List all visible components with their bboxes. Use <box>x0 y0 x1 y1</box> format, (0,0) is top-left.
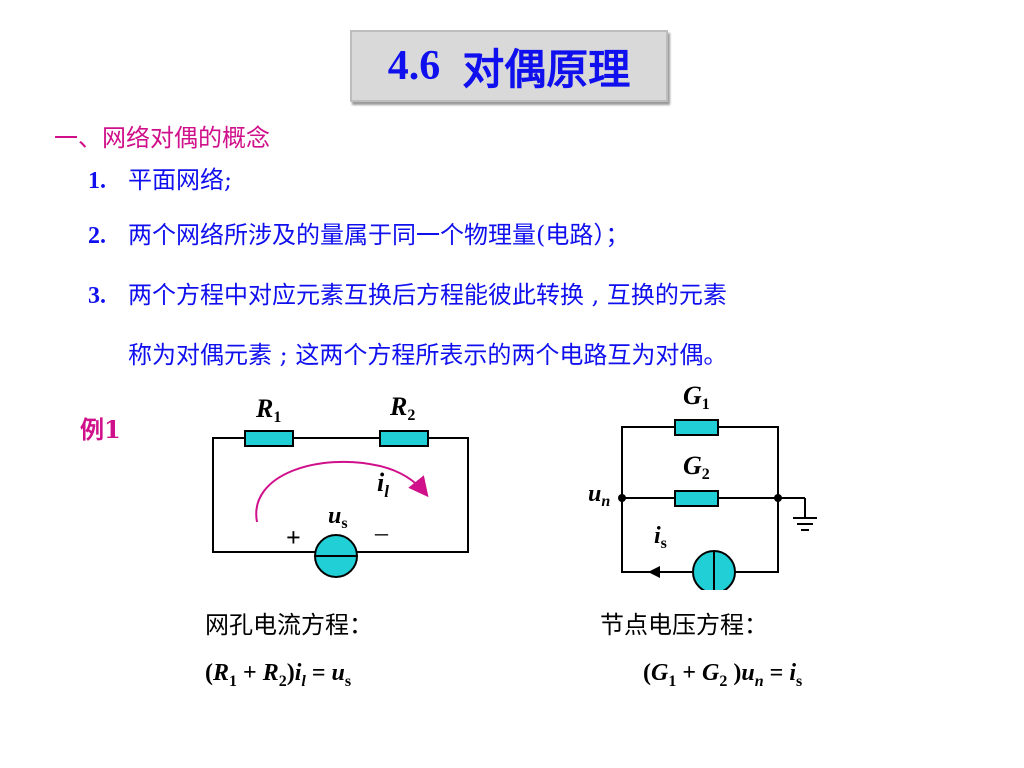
title-text: 对偶原理 <box>462 44 631 94</box>
mesh-caption: 网孔电流方程： <box>205 611 373 639</box>
list-item: 2. 两个网络所涉及的量属于同一个物理量(电路）； <box>88 215 629 250</box>
node-circuit-diagram: G1 G2 un is <box>588 381 817 590</box>
title-number: 4.6 <box>387 43 441 89</box>
mesh-current-arrow <box>255 460 429 523</box>
item-text: 两个网络所涉及的量属于同一个物理量(电路）； <box>128 221 630 249</box>
label-un: un <box>588 481 610 510</box>
mesh-equation: (R1 + R2)il = us <box>205 660 352 690</box>
label-g2: G2 <box>683 451 710 483</box>
minus-sign: – <box>374 518 389 547</box>
wire <box>718 426 779 573</box>
label-is: is <box>654 523 667 552</box>
item-number: 1. <box>88 168 106 194</box>
label-g1: G1 <box>683 381 710 413</box>
current-direction-arrow <box>648 566 660 578</box>
wire <box>357 437 469 553</box>
item-continuation: 称为对偶元素 ; 这两个方程所表示的两个电路互为对偶。 <box>128 341 728 369</box>
item-text: 平面网络; <box>128 166 233 194</box>
label-us: us <box>328 503 348 532</box>
conductance-g2 <box>674 490 719 507</box>
conductance-g1 <box>674 419 719 436</box>
resistor-r2 <box>379 430 429 447</box>
label-r1: R1 <box>255 394 281 426</box>
item-text: 两个方程中对应元素互换后方程能彼此转换 , 互换的元素 <box>128 281 727 309</box>
mesh-circuit-diagram: R1 R2 il us + – <box>212 392 469 578</box>
node-equation: (G1 + G2 )un = is <box>643 660 803 690</box>
node-dot <box>774 494 782 502</box>
list-item: 1. 平面网络; <box>88 160 232 195</box>
item-number: 3. <box>88 283 106 309</box>
example-label: 例1 <box>80 415 121 444</box>
label-il: il <box>377 468 389 501</box>
list-item: 3. 两个方程中对应元素互换后方程能彼此转换 , 互换的元素 <box>88 275 727 310</box>
label-r2: R2 <box>389 392 415 424</box>
node-caption: 节点电压方程： <box>600 611 768 639</box>
resistor-r1 <box>244 430 294 447</box>
title-box: 4.6 对偶原理 <box>350 30 668 102</box>
node-dot <box>618 494 626 502</box>
wire <box>212 437 315 553</box>
item-number: 2. <box>88 223 106 249</box>
plus-sign: + <box>286 523 301 552</box>
section-heading: 一、网络对偶的概念 <box>54 124 270 152</box>
